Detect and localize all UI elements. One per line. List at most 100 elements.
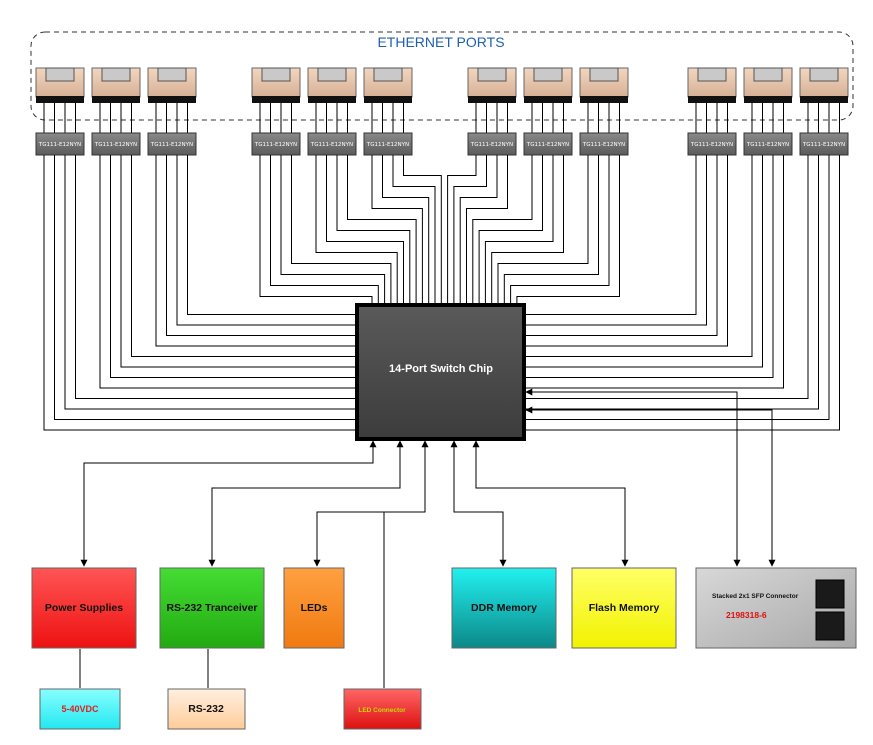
trace [497, 155, 589, 305]
trace [510, 155, 610, 305]
transformer-label: TG111-E12NYN [526, 142, 569, 148]
ethernet-port: TG111-E12NYN [91, 67, 141, 156]
ddr-memory-label: DDR Memory [471, 602, 537, 614]
transformer-label: TG111-E12NYN [802, 142, 845, 148]
transformer-label: TG111-E12NYN [746, 142, 789, 148]
transformer [467, 132, 517, 156]
trace [270, 155, 379, 305]
trace [524, 155, 763, 368]
trace [524, 155, 707, 326]
ethernet-port: TG111-E12NYN [35, 67, 85, 156]
transformer [743, 132, 793, 156]
sfp-part-number: 2198318-6 [726, 610, 767, 620]
rj45-base [148, 96, 196, 103]
rj45-latch [753, 67, 783, 82]
vdc-input-label: 5-40VDC [61, 704, 99, 714]
transformer [307, 132, 357, 156]
trace [447, 155, 477, 305]
trace [347, 155, 417, 305]
transformer [35, 132, 85, 156]
trace [524, 155, 840, 431]
rj45-base [364, 96, 412, 103]
trace [336, 155, 411, 305]
rj45-latch [261, 67, 291, 82]
trace [524, 155, 718, 336]
rj45-base [800, 96, 848, 103]
transformer-label: TG111-E12NYN [690, 142, 733, 148]
leds-link [313, 440, 429, 567]
trace [403, 155, 442, 305]
trace [64, 155, 357, 410]
ethernet-port: TG111-E12NYN [251, 67, 301, 156]
leds-label: LEDs [301, 602, 328, 614]
transformer-label: TG111-E12NYN [38, 142, 81, 148]
trace [99, 155, 357, 389]
trace [524, 155, 784, 389]
ethernet-port: TG111-E12NYN [363, 67, 413, 156]
rj45-latch [157, 67, 187, 82]
flash-memory-label: Flash Memory [589, 602, 660, 614]
transformer [687, 132, 737, 156]
rj45-latch [101, 67, 131, 82]
trace [478, 155, 543, 305]
rj45-base [36, 96, 84, 103]
rs232-transceiver-label: RS-232 Tranceiver [166, 602, 257, 614]
trace [524, 155, 728, 347]
rj45-latch [373, 67, 403, 82]
rs232-link [208, 440, 404, 567]
flash-link [472, 440, 629, 567]
trace [459, 155, 498, 305]
transformer-label: TG111-E12NYN [94, 142, 137, 148]
switch-chip [355, 303, 526, 441]
trace [110, 155, 357, 378]
trace [453, 155, 487, 305]
ethernet-port: TG111-E12NYN [523, 67, 573, 156]
leds-block: LEDs [283, 567, 345, 649]
sfp-link-1 [525, 388, 741, 567]
transformer [523, 132, 573, 156]
trace [524, 155, 819, 410]
sfp-connector-block: Stacked 2x1 SFP Connector 2198318-6 [695, 567, 857, 649]
bottom-connections [79, 388, 776, 688]
led-connector-block: LED Connector [343, 688, 422, 730]
rj45-base [744, 96, 792, 103]
transformer [91, 132, 141, 156]
power-link [80, 440, 377, 567]
trace [75, 155, 357, 399]
vdc-input-block: 5-40VDC [39, 688, 121, 730]
rs232-port-block: RS-232 [167, 688, 246, 730]
ethernet-port: TG111-E12NYN [579, 67, 629, 156]
ethernet-port: TG111-E12NYN [307, 67, 357, 156]
rj45-latch [589, 67, 619, 82]
sfp-link-2 [525, 406, 776, 567]
transformer-label: TG111-E12NYN [254, 142, 297, 148]
trace [54, 155, 357, 420]
trace [187, 155, 357, 315]
sfp-connector-label: Stacked 2x1 SFP Connector [712, 593, 799, 600]
trace [371, 155, 423, 305]
ethernet-port: TG111-E12NYN [743, 67, 793, 156]
flash-memory-block: Flash Memory [571, 567, 677, 649]
trace [466, 155, 508, 305]
trace [291, 155, 392, 305]
rj45-latch [45, 67, 75, 82]
power-supplies-block: Power Supplies [31, 567, 137, 649]
rj45-latch [697, 67, 727, 82]
rj45-base [92, 96, 140, 103]
trace [524, 155, 753, 357]
trace [524, 155, 809, 399]
trace [120, 155, 357, 368]
rj45-latch [809, 67, 839, 82]
transformer-label: TG111-E12NYN [470, 142, 513, 148]
ethernet-port: TG111-E12NYN [467, 67, 517, 156]
rj45-latch [477, 67, 507, 82]
trace [166, 155, 357, 336]
transformer-label: TG111-E12NYN [150, 142, 193, 148]
rj45-latch [533, 67, 563, 82]
rj45-base [524, 96, 572, 103]
rj45-base [688, 96, 736, 103]
sfp-cage-bottom [815, 611, 845, 641]
transformer [799, 132, 849, 156]
